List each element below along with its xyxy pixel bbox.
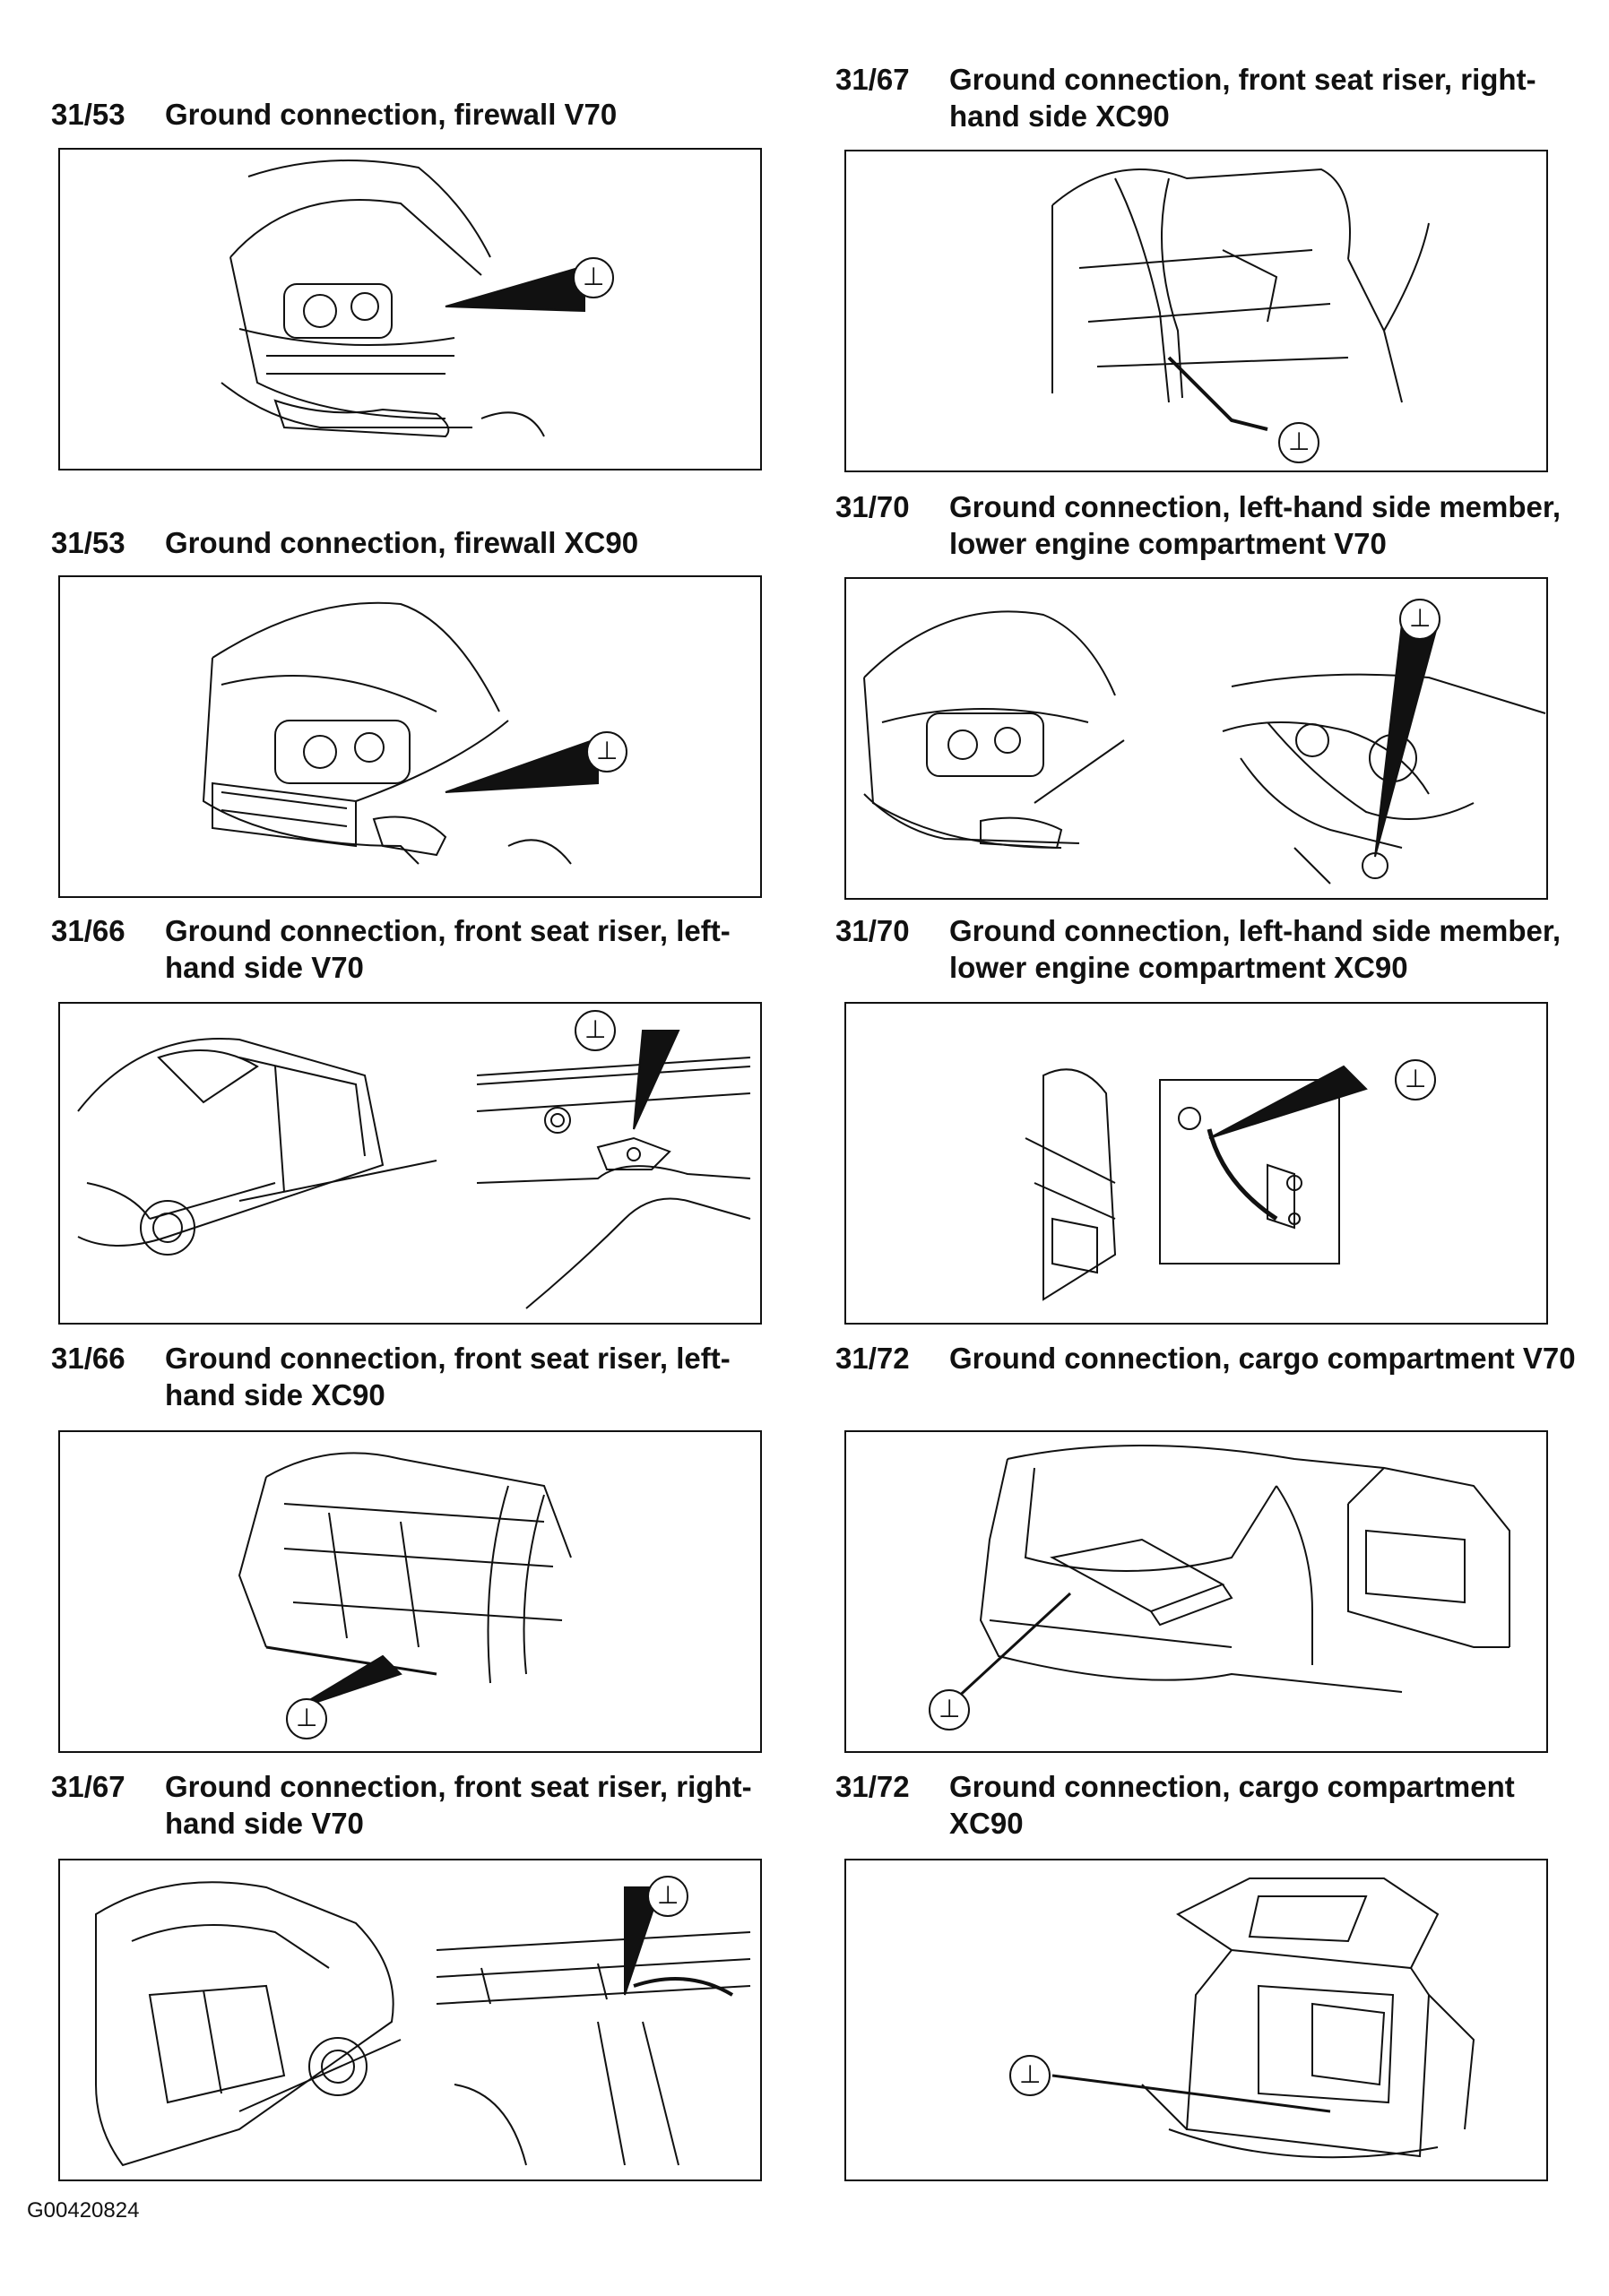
caption-title: Ground connection, cargo compartment V70 bbox=[949, 1342, 1576, 1375]
caption-code: 31/70 bbox=[835, 490, 910, 523]
caption-code: 31/53 bbox=[51, 98, 125, 131]
caption-code: 31/66 bbox=[51, 914, 125, 947]
figure-code: G00420824 bbox=[27, 2198, 140, 2223]
caption-code: 31/66 bbox=[51, 1342, 125, 1375]
vehicle-and-floor-illustration bbox=[77, 1010, 751, 1309]
ground-symbol-icon: ⊥ bbox=[583, 263, 605, 290]
caption-title: Ground connection, left-hand side member… bbox=[949, 490, 1561, 560]
caption-title: Ground connection, cargo compartment XC9… bbox=[949, 1770, 1515, 1840]
ground-symbol-icon: ⊥ bbox=[1019, 2060, 1042, 2088]
caption-code: 31/72 bbox=[835, 1770, 910, 1803]
caption-title: Ground connection, front seat riser, lef… bbox=[165, 914, 731, 984]
caption-code: 31/53 bbox=[51, 526, 125, 559]
diagram-side-member-v70: ⊥ bbox=[844, 577, 1548, 900]
diagram-cargo-v70: ⊥ bbox=[844, 1430, 1548, 1753]
ground-symbol-icon: ⊥ bbox=[1288, 427, 1311, 455]
caption-title: Ground connection, firewall V70 bbox=[165, 98, 618, 131]
diagram-seat-riser-lh-xc90: ⊥ bbox=[58, 1430, 762, 1753]
diagram-firewall-v70: ⊥ bbox=[58, 148, 762, 470]
diagram-seat-riser-lh-v70: ⊥ bbox=[58, 1002, 762, 1325]
ground-symbol-icon: ⊥ bbox=[1409, 604, 1432, 632]
diagram-seat-riser-rh-xc90: ⊥ bbox=[844, 150, 1548, 472]
diagram-seat-riser-rh-v70: ⊥ bbox=[58, 1859, 762, 2181]
diagram-side-member-xc90: ⊥ bbox=[844, 1002, 1548, 1325]
ground-symbol-icon: ⊥ bbox=[1405, 1065, 1427, 1092]
caption-title: Ground connection, firewall XC90 bbox=[165, 526, 639, 559]
engine-bay-closeup-illustration bbox=[1025, 1059, 1436, 1301]
diagram-firewall-xc90: ⊥ bbox=[58, 575, 762, 898]
cargo-area-illustration bbox=[929, 1445, 1510, 1731]
ground-symbol-icon: ⊥ bbox=[657, 1881, 679, 1909]
diagram-cargo-xc90: ⊥ bbox=[844, 1859, 1548, 2181]
caption-title: Ground connection, front seat riser, rig… bbox=[949, 63, 1536, 133]
caption-code: 31/70 bbox=[835, 914, 910, 947]
caption-title: Ground connection, front seat riser, lef… bbox=[165, 1342, 731, 1411]
body-floor-illustration bbox=[238, 1452, 572, 1739]
caption-code: 31/72 bbox=[835, 1342, 910, 1375]
engine-bay-illustration bbox=[202, 601, 627, 865]
vehicle-and-floor-illustration bbox=[95, 1876, 751, 2167]
caption-code: 31/67 bbox=[835, 63, 910, 96]
ground-symbol-icon: ⊥ bbox=[939, 1695, 961, 1722]
engine-bay-illustration bbox=[863, 599, 1546, 885]
caption-title: Ground connection, front seat riser, rig… bbox=[165, 1770, 752, 1840]
ground-symbol-icon: ⊥ bbox=[596, 737, 619, 764]
engine-bay-illustration bbox=[221, 160, 614, 438]
ground-symbol-icon: ⊥ bbox=[584, 1015, 607, 1043]
body-floor-illustration bbox=[1051, 168, 1430, 463]
caption-code: 31/67 bbox=[51, 1770, 125, 1803]
ground-symbol-icon: ⊥ bbox=[296, 1704, 318, 1731]
cargo-area-illustration bbox=[1009, 1877, 1475, 2159]
caption-title: Ground connection, left-hand side member… bbox=[949, 914, 1561, 984]
